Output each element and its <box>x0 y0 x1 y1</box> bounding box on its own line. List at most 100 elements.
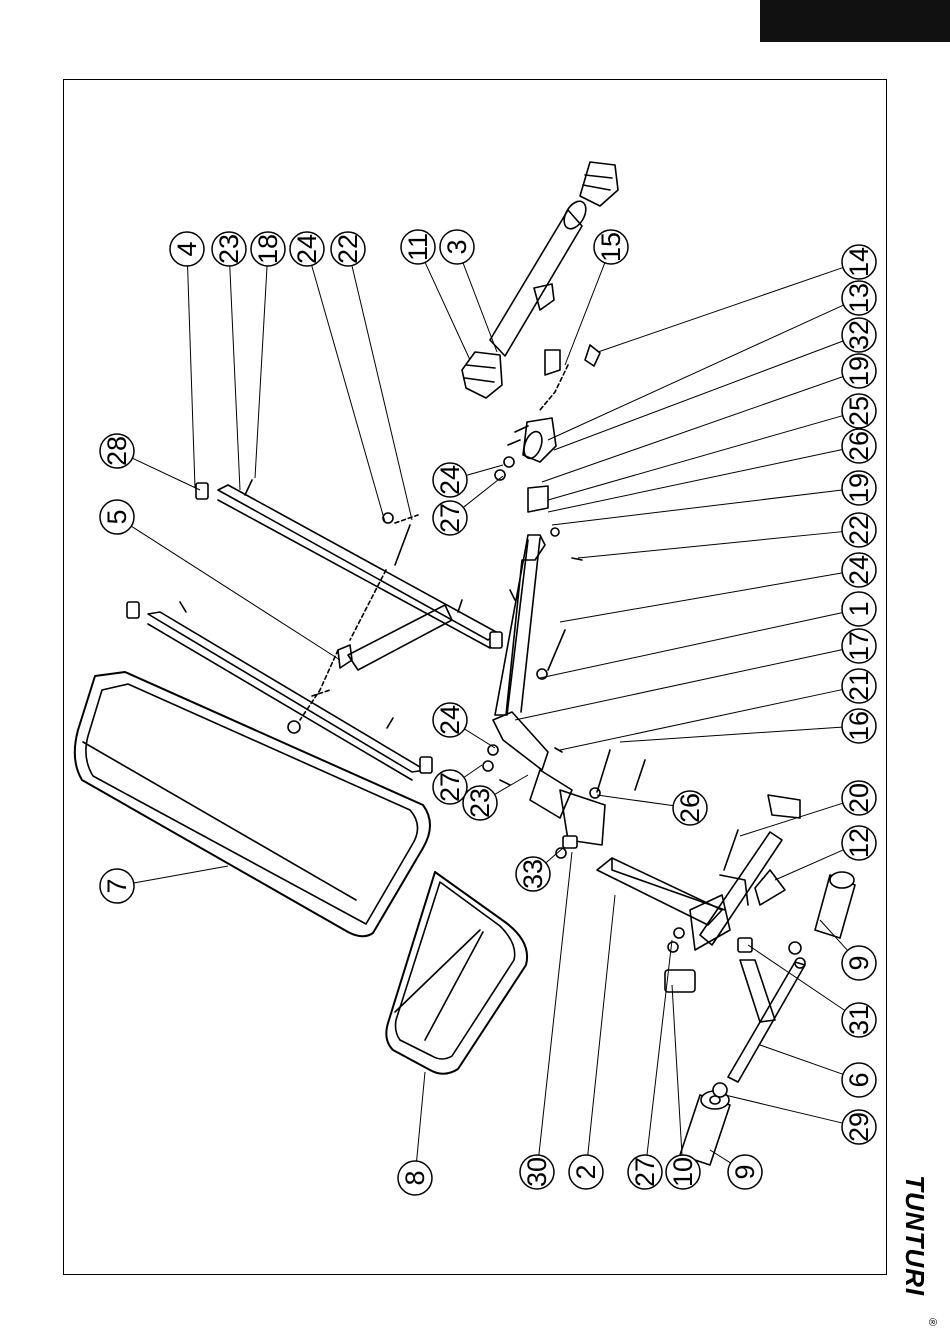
leader-line <box>740 803 843 836</box>
leader-line <box>588 895 615 1155</box>
callout-29: 29 <box>842 1110 876 1144</box>
leader-line <box>560 573 842 622</box>
callout-number: 24 <box>292 234 322 264</box>
leader-line <box>312 265 385 522</box>
callout-number: 23 <box>465 788 495 818</box>
callout-18: 18 <box>251 232 285 266</box>
leader-line <box>552 490 842 525</box>
callout-number: 7 <box>102 878 132 893</box>
main-frame <box>493 535 605 845</box>
leader-line <box>515 650 842 720</box>
part-drawings <box>75 162 855 1165</box>
callout-number: 8 <box>400 1170 430 1185</box>
leader-line <box>230 266 240 490</box>
leader-line <box>463 263 497 352</box>
callout-number: 28 <box>102 436 132 466</box>
brand-logo: TUNTURI <box>899 1175 930 1296</box>
lower-tube <box>728 958 805 1082</box>
callout-number: 27 <box>630 1157 660 1187</box>
leader-line <box>417 1072 425 1161</box>
callout-1: 1 <box>842 592 876 626</box>
callout-23: 23 <box>212 232 246 266</box>
bolts <box>180 480 738 870</box>
callout-22: 22 <box>842 513 876 547</box>
callout-22: 22 <box>331 232 365 266</box>
upper-brackets <box>508 345 600 512</box>
callout-10: 10 <box>666 1155 700 1189</box>
leader-line <box>495 775 528 794</box>
callout-number: 1 <box>844 601 874 616</box>
callout-9: 9 <box>728 1155 762 1189</box>
leader-line <box>760 1045 843 1074</box>
callout-number: 9 <box>730 1164 760 1179</box>
callout-24: 24 <box>433 703 467 737</box>
leader-line <box>598 268 843 352</box>
leader-line <box>134 866 228 883</box>
callout-20: 20 <box>842 781 876 815</box>
leader-line <box>352 266 412 520</box>
callout-7: 7 <box>100 869 134 903</box>
leader-line <box>131 526 340 660</box>
leader-line <box>597 795 673 806</box>
callout-number: 33 <box>518 859 548 889</box>
callout-number: 12 <box>844 828 874 858</box>
callout-8: 8 <box>398 1161 432 1195</box>
callout-number: 17 <box>844 631 874 661</box>
callout-number: 4 <box>172 241 202 256</box>
callout-number: 23 <box>214 234 244 264</box>
leader-line <box>548 305 844 440</box>
callout-number: 29 <box>844 1112 874 1142</box>
callout-number: 22 <box>333 234 363 264</box>
leader-line <box>560 690 842 750</box>
leader-line <box>565 263 605 365</box>
leader-line <box>132 458 200 490</box>
callout-24: 24 <box>842 553 876 587</box>
callout-11: 11 <box>401 230 435 264</box>
registered-mark: ® <box>926 1318 938 1326</box>
callout-27: 27 <box>433 501 467 535</box>
callout-24: 24 <box>433 463 467 497</box>
callout-5: 5 <box>100 500 134 534</box>
callout-number: 20 <box>844 783 874 813</box>
callout-number: 2 <box>571 1164 601 1179</box>
callout-19: 19 <box>842 354 876 388</box>
callout-31: 31 <box>842 1003 876 1037</box>
leader-line <box>255 266 267 478</box>
callout-number: 5 <box>102 509 132 524</box>
callout-number: 19 <box>844 473 874 503</box>
leader-line <box>725 1095 842 1123</box>
callout-21: 21 <box>842 669 876 703</box>
callout-number: 14 <box>844 247 874 277</box>
callout-number: 21 <box>844 671 874 701</box>
callout-number: 25 <box>844 396 874 426</box>
foot-roller-top <box>462 162 618 398</box>
leader-line <box>464 729 495 748</box>
callout-number: 27 <box>435 772 465 802</box>
callout-28: 28 <box>100 434 134 468</box>
leader-line <box>540 613 842 678</box>
callout-30: 30 <box>520 1155 554 1189</box>
callout-number: 22 <box>844 515 874 545</box>
leader-line <box>542 377 843 482</box>
leader-line <box>672 985 682 1155</box>
callout-12: 12 <box>842 826 876 860</box>
leader-line <box>539 852 572 1155</box>
callout-17: 17 <box>842 629 876 663</box>
callout-9: 9 <box>842 946 876 980</box>
roller-pads <box>680 872 855 1165</box>
callout-number: 15 <box>596 232 626 262</box>
leader-line <box>647 940 672 1155</box>
callout-14: 14 <box>842 245 876 279</box>
callout-number: 32 <box>844 320 874 350</box>
callout-number: 30 <box>522 1157 552 1187</box>
leader-line <box>620 727 842 742</box>
callout-number: 3 <box>442 239 472 254</box>
callout-24: 24 <box>290 232 324 266</box>
callout-number: 26 <box>844 431 874 461</box>
callout-number: 24 <box>844 555 874 585</box>
callout-number: 6 <box>844 1072 874 1087</box>
leader-line <box>463 476 503 507</box>
callout-33: 33 <box>516 857 550 891</box>
leader-line <box>578 532 842 558</box>
